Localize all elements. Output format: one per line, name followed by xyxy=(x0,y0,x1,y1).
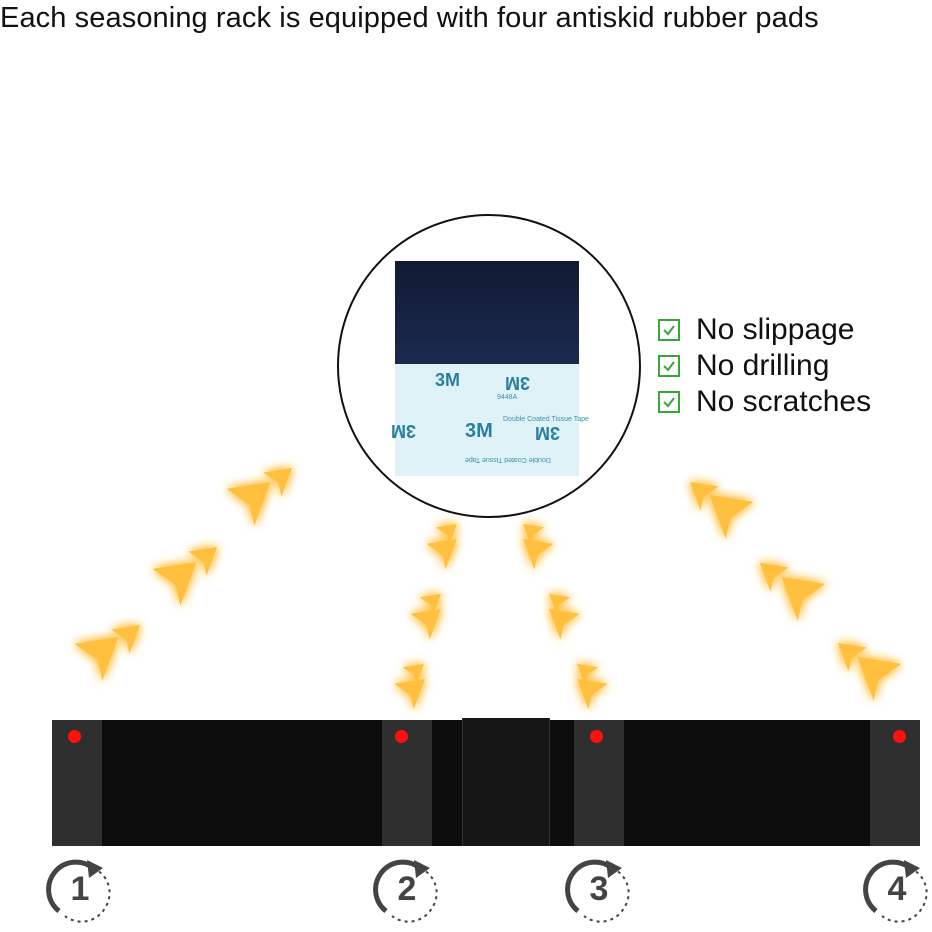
arrow-chevron-icon xyxy=(549,609,580,640)
arrow-chevron-icon xyxy=(410,609,441,640)
arrow-chevron-icon xyxy=(857,657,902,701)
pad-number-badge: 3 xyxy=(564,856,634,926)
arrow-chevron-icon xyxy=(226,482,271,526)
feature-label: No scratches xyxy=(696,385,872,418)
arrow-chevron-icon xyxy=(577,679,608,710)
circular-arrow-icon xyxy=(373,859,438,923)
pad-location-marker xyxy=(893,730,906,743)
pad-number-badge: 4 xyxy=(862,856,932,926)
circular-arrow-icon xyxy=(863,859,928,923)
arrow-chevron-icon xyxy=(263,468,292,497)
pad-location-marker xyxy=(395,730,408,743)
feature-item: No scratches xyxy=(658,384,871,420)
checkbox-checked-icon xyxy=(658,355,680,377)
heading: Each seasoning rack is equipped with fou… xyxy=(0,2,819,34)
pad-number: 4 xyxy=(887,870,907,908)
pad-number: 1 xyxy=(70,870,90,908)
arrow-chevron-icon xyxy=(426,539,457,570)
pad-number: 2 xyxy=(397,870,417,908)
rack-center-connector xyxy=(462,718,550,846)
arrow-chevron-icon xyxy=(523,539,554,570)
feature-list: No slippage No drilling No scratches xyxy=(658,312,871,420)
checkbox-checked-icon xyxy=(658,319,680,341)
pad-closeup-circle: 3M 3M 3M 3M 3M 9448A Double Coated Tissu… xyxy=(337,214,641,518)
liner-brand-center: 3M xyxy=(465,420,493,442)
checkbox-checked-icon xyxy=(658,391,680,413)
rack-bracket xyxy=(382,720,432,846)
arrow-chevron-icon xyxy=(74,637,119,681)
circular-arrow-icon xyxy=(46,859,111,923)
feature-label: No drilling xyxy=(696,349,830,382)
liner-model: 9448A xyxy=(497,394,518,401)
pad-number-badge: 2 xyxy=(372,856,442,926)
circular-arrow-icon xyxy=(565,859,630,923)
pad-number: 3 xyxy=(589,870,609,908)
feature-item: No slippage xyxy=(658,312,871,348)
arrow-chevron-icon xyxy=(709,495,754,539)
feature-item: No drilling xyxy=(658,348,871,384)
feature-label: No slippage xyxy=(696,313,855,346)
arrow-chevron-icon xyxy=(781,577,826,621)
pad-location-marker xyxy=(68,730,81,743)
rubber-pad-surface xyxy=(395,261,579,364)
pad-location-marker xyxy=(590,730,603,743)
arrow-chevron-icon xyxy=(152,562,197,606)
arrow-chevron-icon xyxy=(394,679,425,710)
liner-note: Double Coated Tissue Tape xyxy=(503,416,589,423)
liner-brand: 3M xyxy=(435,370,461,390)
pad-number-badge: 1 xyxy=(45,856,115,926)
arrow-chevron-icon xyxy=(760,563,789,592)
adhesive-liner: 3M 3M 3M 3M 3M 9448A Double Coated Tissu… xyxy=(391,364,589,476)
